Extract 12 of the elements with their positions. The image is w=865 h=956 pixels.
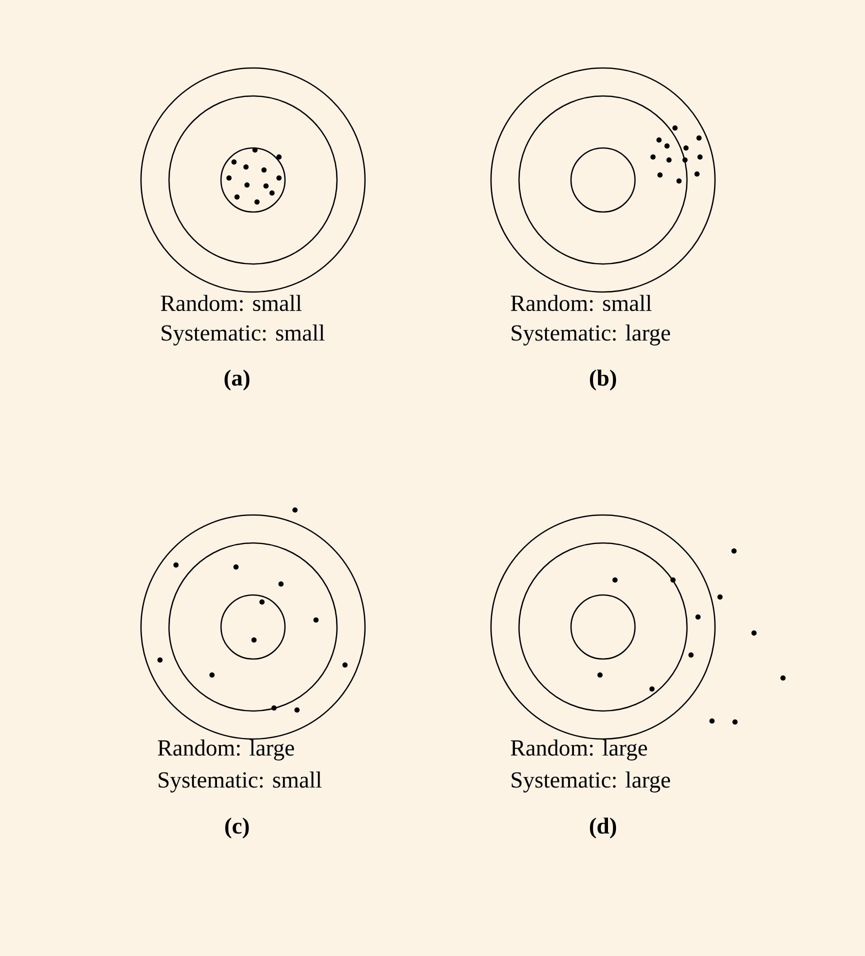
caption-text: Systematic: large: [512, 772, 670, 792]
caption-text: Systematic: small: [158, 772, 322, 792]
caption-text: Random: large: [510, 740, 647, 760]
caption-text: Systematic: large: [512, 324, 670, 346]
caption-text: Random: small: [160, 294, 302, 312]
panel-label: (c): [225, 818, 249, 838]
caption-text: Systematic: small: [162, 324, 325, 346]
caption-text: Random: large: [158, 740, 294, 760]
panel-label: (a): [224, 370, 250, 390]
panel-label: (b): [590, 370, 616, 390]
panel-label: (d): [590, 818, 616, 838]
caption-text: Random: small: [510, 294, 652, 312]
